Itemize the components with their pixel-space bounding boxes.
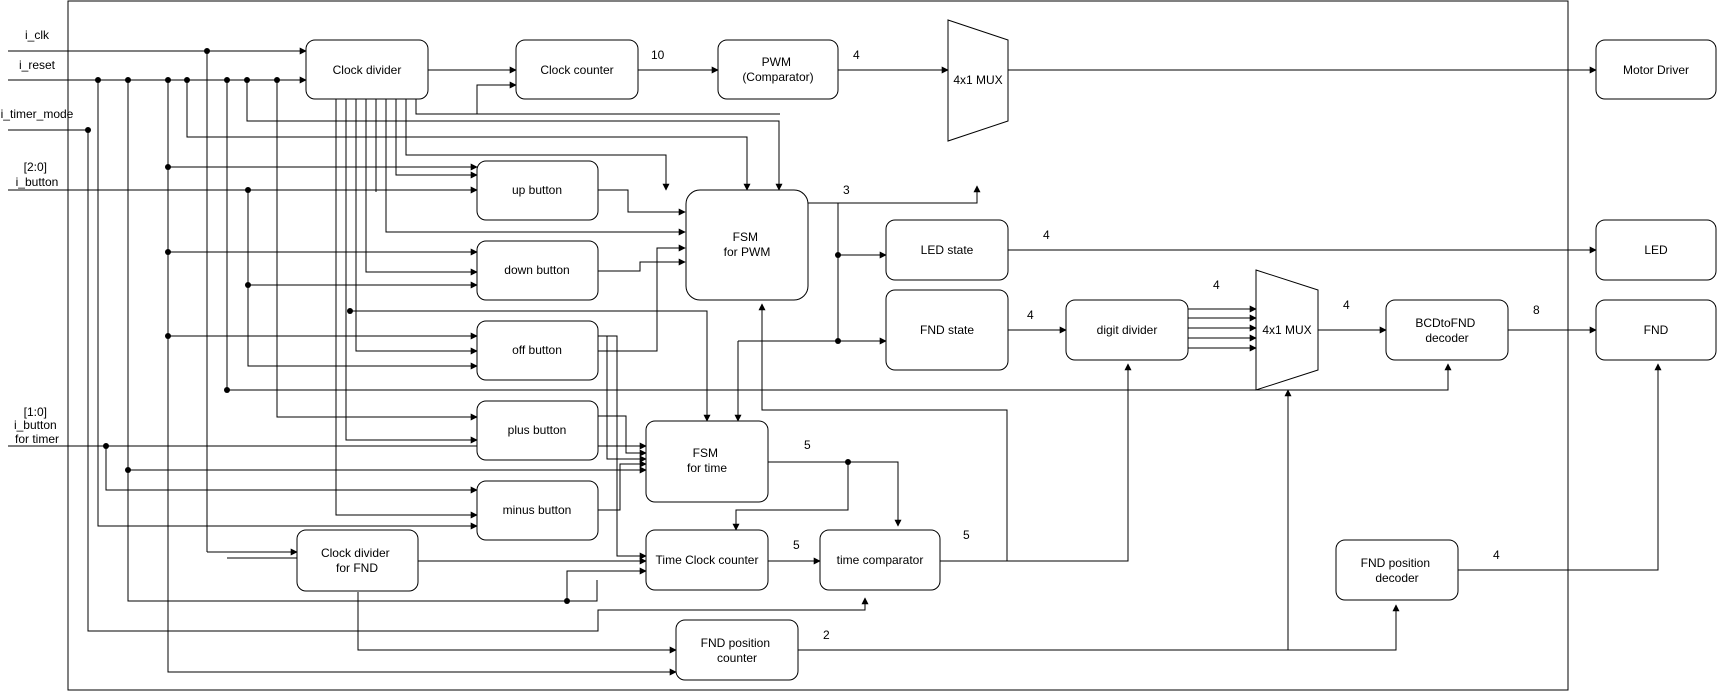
block-fsm-time: FSM for time <box>645 420 769 503</box>
block-fnd-state: FND state <box>885 289 1009 371</box>
block-clock-divider: Clock divider <box>305 39 429 100</box>
bus-width-position-decoder: 4 <box>1493 548 1500 562</box>
block-digit-divider: digit divider <box>1065 299 1189 361</box>
block-clock-divider-fnd-label: Clock divider for FND <box>321 546 393 575</box>
block-down-button: down button <box>476 240 599 301</box>
bus-width-pwm: 4 <box>853 48 860 62</box>
wires <box>8 47 1662 676</box>
block-fnd-position-counter: FND position counter <box>675 619 799 681</box>
block-off-button: off button <box>476 320 599 381</box>
block-led-label: LED <box>1644 243 1668 257</box>
block-mux-pwm: 4x1 MUX <box>947 19 1009 142</box>
block-fnd-state-label: FND state <box>920 323 974 337</box>
block-fnd-position-decoder-label: FND position decoder <box>1361 556 1434 585</box>
block-fsm-pwm: FSM for PWM <box>685 189 809 301</box>
block-motor-driver-label: Motor Driver <box>1623 63 1689 77</box>
block-pwm-label: PWM (Comparator) <box>742 55 813 84</box>
input-label-timer-mode: i_timer_mode <box>1 107 74 121</box>
block-time-comparator: time comparator <box>819 529 941 591</box>
bus-width-bcd: 8 <box>1533 303 1540 317</box>
bus-width-led-state: 4 <box>1043 228 1050 242</box>
block-minus-button: minus button <box>476 480 599 541</box>
block-led: LED <box>1595 219 1717 281</box>
bus-width-comparator: 5 <box>963 528 970 542</box>
bus-width-fsm-time: 5 <box>804 438 811 452</box>
block-time-comparator-label: time comparator <box>837 553 924 567</box>
bus-width-fsm-pwm: 3 <box>843 183 850 197</box>
block-clock-counter-label: Clock counter <box>540 63 613 77</box>
block-up-button: up button <box>476 160 599 221</box>
block-clock-divider-label: Clock divider <box>333 63 402 77</box>
block-minus-button-label: minus button <box>503 503 572 517</box>
block-pwm-comparator: PWM (Comparator) <box>717 39 839 100</box>
block-motor-driver: Motor Driver <box>1595 39 1717 100</box>
block-fnd-label: FND <box>1644 323 1669 337</box>
block-fsm-pwm-label: FSM for PWM <box>724 230 771 259</box>
input-label-clk: i_clk <box>25 28 50 42</box>
bus-width-labels: 10 4 3 4 4 4 4 8 5 5 5 2 4 <box>651 48 1540 642</box>
block-time-clock-counter: Time Clock counter <box>645 529 769 591</box>
system-boundary <box>67 0 1569 691</box>
block-off-button-label: off button <box>512 343 562 357</box>
block-bcd-decoder: BCDtoFND decoder <box>1385 299 1509 361</box>
bus-width-digit-divider: 4 <box>1213 278 1220 292</box>
block-mux-fnd: 4x1 MUX <box>1255 269 1319 391</box>
block-plus-button-label: plus button <box>508 423 567 437</box>
input-label-reset: i_reset <box>19 58 56 72</box>
bus-width-clock-counter: 10 <box>651 48 665 62</box>
block-up-button-label: up button <box>512 183 562 197</box>
junction-dots <box>85 48 851 604</box>
input-label-button: [2:0] i_button <box>16 160 59 189</box>
block-digit-divider-label: digit divider <box>1097 323 1158 337</box>
block-fsm-time-label: FSM for time <box>687 446 727 475</box>
block-clock-counter: Clock counter <box>515 39 639 100</box>
bus-width-fnd-state: 4 <box>1027 308 1034 322</box>
bus-width-position-counter: 2 <box>823 628 830 642</box>
block-plus-button: plus button <box>476 400 599 461</box>
block-mux-pwm-label: 4x1 MUX <box>953 73 1002 87</box>
block-time-clock-counter-label: Time Clock counter <box>656 553 759 567</box>
bus-width-time-counter: 5 <box>793 538 800 552</box>
input-label-timer-button: [1:0] i_button for timer <box>14 405 60 446</box>
block-fnd-position-counter-label: FND position counter <box>701 636 774 665</box>
block-led-state: LED state <box>885 219 1009 281</box>
block-led-state-label: LED state <box>921 243 974 257</box>
block-fnd: FND <box>1595 299 1717 361</box>
block-bcd-decoder-label: BCDtoFND decoder <box>1415 316 1478 345</box>
block-fnd-position-decoder: FND position decoder <box>1335 539 1459 601</box>
block-mux-fnd-label: 4x1 MUX <box>1262 323 1311 337</box>
bus-width-mux-fnd: 4 <box>1343 298 1350 312</box>
block-clock-divider-fnd: Clock divider for FND <box>296 529 419 592</box>
block-down-button-label: down button <box>504 263 569 277</box>
